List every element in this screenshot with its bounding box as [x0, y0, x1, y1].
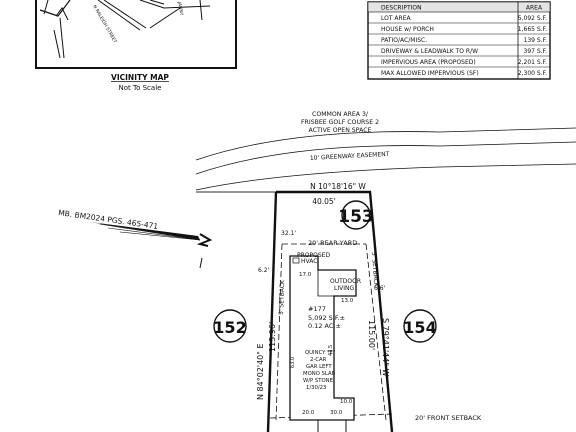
- table-row-area: 5,092 S.F.: [518, 15, 547, 22]
- east-bearing-label: S 79°41'44" W: [381, 318, 390, 377]
- vicinity-map: N RALEIGH STREET JANNY VICINITY MAP Not …: [35, 0, 237, 92]
- north-distance-label: 40.05': [312, 197, 336, 206]
- west-distance-label: 113.96': [268, 322, 277, 352]
- vicinity-map-title: VICINITY MAP: [111, 73, 169, 82]
- lot-152-marker: 152: [213, 309, 247, 343]
- dim-43-5-label: 43.5: [328, 345, 334, 356]
- proposed-hvac-label: HVAC: [301, 258, 317, 265]
- vicinity-street-label-2: JANNY: [176, 0, 185, 16]
- house-info-line: QUINCY "E": [305, 350, 335, 356]
- lot-number-152: 152: [213, 318, 246, 337]
- dim-32-label: 32.1': [281, 230, 296, 237]
- vicinity-map-subtitle: Not To Scale: [119, 84, 162, 92]
- table-row-area: 139 S.F.: [524, 37, 548, 44]
- house-info-line: GAR LEFT: [306, 364, 332, 370]
- house-info-line: 1/30/23: [306, 385, 326, 391]
- dim-10-label: 10.0: [340, 399, 353, 405]
- lot-info-line: 0.12 AC.±: [308, 322, 341, 330]
- table-row-area: 397 S.F.: [524, 48, 548, 55]
- vicinity-map-frame: [35, 0, 237, 69]
- lot-154-marker: 154: [403, 309, 437, 343]
- proposed-hvac-label: PROPOSED: [297, 252, 330, 259]
- area-table: DESCRIPTION AREA LOT AREA 5,092 S.F. HOU…: [367, 1, 551, 80]
- north-bearing-label: N 10°18'16" W: [310, 182, 366, 191]
- rear-yard-label: 20' REAR YARD: [308, 239, 357, 247]
- table-row-desc: DRIVEWAY & LEADWALK TO R/W: [381, 48, 478, 55]
- common-area-line: ACTIVE OPEN SPACE: [309, 127, 372, 134]
- table-row-desc: HOUSE w/ PORCH: [381, 26, 434, 33]
- lot-info-line: #177: [308, 305, 326, 313]
- dim-13-label: 13.0: [341, 298, 354, 304]
- table-row-desc: IMPERVIOUS AREA (PROPOSED): [381, 59, 476, 66]
- table-row-area: 2,201 S.F.: [518, 59, 547, 66]
- table-header-area: AREA: [526, 5, 543, 12]
- table-row-area: 2,300 S.F.: [518, 70, 547, 77]
- house-footprint: PROPOSED HVAC 17.0 OUTDOOR LIVING 13.0 6…: [258, 252, 386, 421]
- lot-info-line: 5,092 S.F.±: [308, 314, 345, 322]
- outdoor-living-label: OUTDOOR: [330, 278, 361, 285]
- lot-153-marker: 153: [338, 200, 374, 230]
- west-bearing-label: N 84°02'40" E: [256, 343, 265, 400]
- setback-left-label: 5' SETBACK: [278, 279, 286, 315]
- east-distance-label: 115.00': [367, 320, 376, 350]
- dim-6-2-label: 6.2': [258, 267, 270, 274]
- vicinity-street-label: N RALEIGH STREET: [91, 4, 118, 44]
- setback-lines: 20' REAR YARD 32.1' 20' FRONT SETBACK 5'…: [269, 230, 482, 422]
- table-header-description: DESCRIPTION: [381, 5, 422, 12]
- common-area-label: COMMON AREA 3/ FRISBEE GOLF COURSE 2 ACT…: [301, 111, 379, 134]
- table-row-desc: LOT AREA: [381, 15, 411, 22]
- lot-number-154: 154: [403, 318, 436, 337]
- greenway-easement-label: 10' GREENWAY EASEMENT: [310, 151, 390, 162]
- side-bearings: N 84°02'40" E 113.96' S 79°41'44" W 115.…: [256, 318, 390, 400]
- house-info-line: 2-CAR: [310, 357, 327, 363]
- house-info-line: W/P STONE: [303, 378, 334, 384]
- outdoor-living-label: LIVING: [334, 285, 354, 292]
- greenway-easement-lines: 10' GREENWAY EASEMENT: [195, 127, 576, 193]
- lot-153-boundary: N 10°18'16" W 40.05': [196, 182, 394, 432]
- driveway: [317, 420, 347, 432]
- setback-right-label: 5' SETBACK: [370, 252, 379, 288]
- table-row-desc: PATIO/AC/MISC.: [381, 37, 427, 44]
- dim-63-label: 63.0: [290, 357, 296, 368]
- plat-reference-label: MB. BM2024 PGS. 465-471: [58, 208, 159, 231]
- dim-30-label: 30.0: [330, 410, 343, 416]
- common-area-line: FRISBEE GOLF COURSE 2: [301, 119, 379, 126]
- front-setback-label: 20' FRONT SETBACK: [415, 414, 482, 422]
- lot-number-153: 153: [338, 207, 374, 227]
- dim-20-label: 20.0: [302, 410, 315, 416]
- table-row-area: 1,665 S.F.: [518, 26, 547, 33]
- dim-6-6-label: 6.6': [374, 285, 386, 292]
- house-info-line: MONO SLAB: [303, 371, 336, 377]
- common-area-line: COMMON AREA 3/: [312, 111, 369, 118]
- dim-17-label: 17.0: [299, 272, 312, 278]
- table-row-desc: MAX ALLOWED IMPERVIOUS (SF): [381, 70, 479, 77]
- plat-reference: MB. BM2024 PGS. 465-471: [58, 208, 213, 269]
